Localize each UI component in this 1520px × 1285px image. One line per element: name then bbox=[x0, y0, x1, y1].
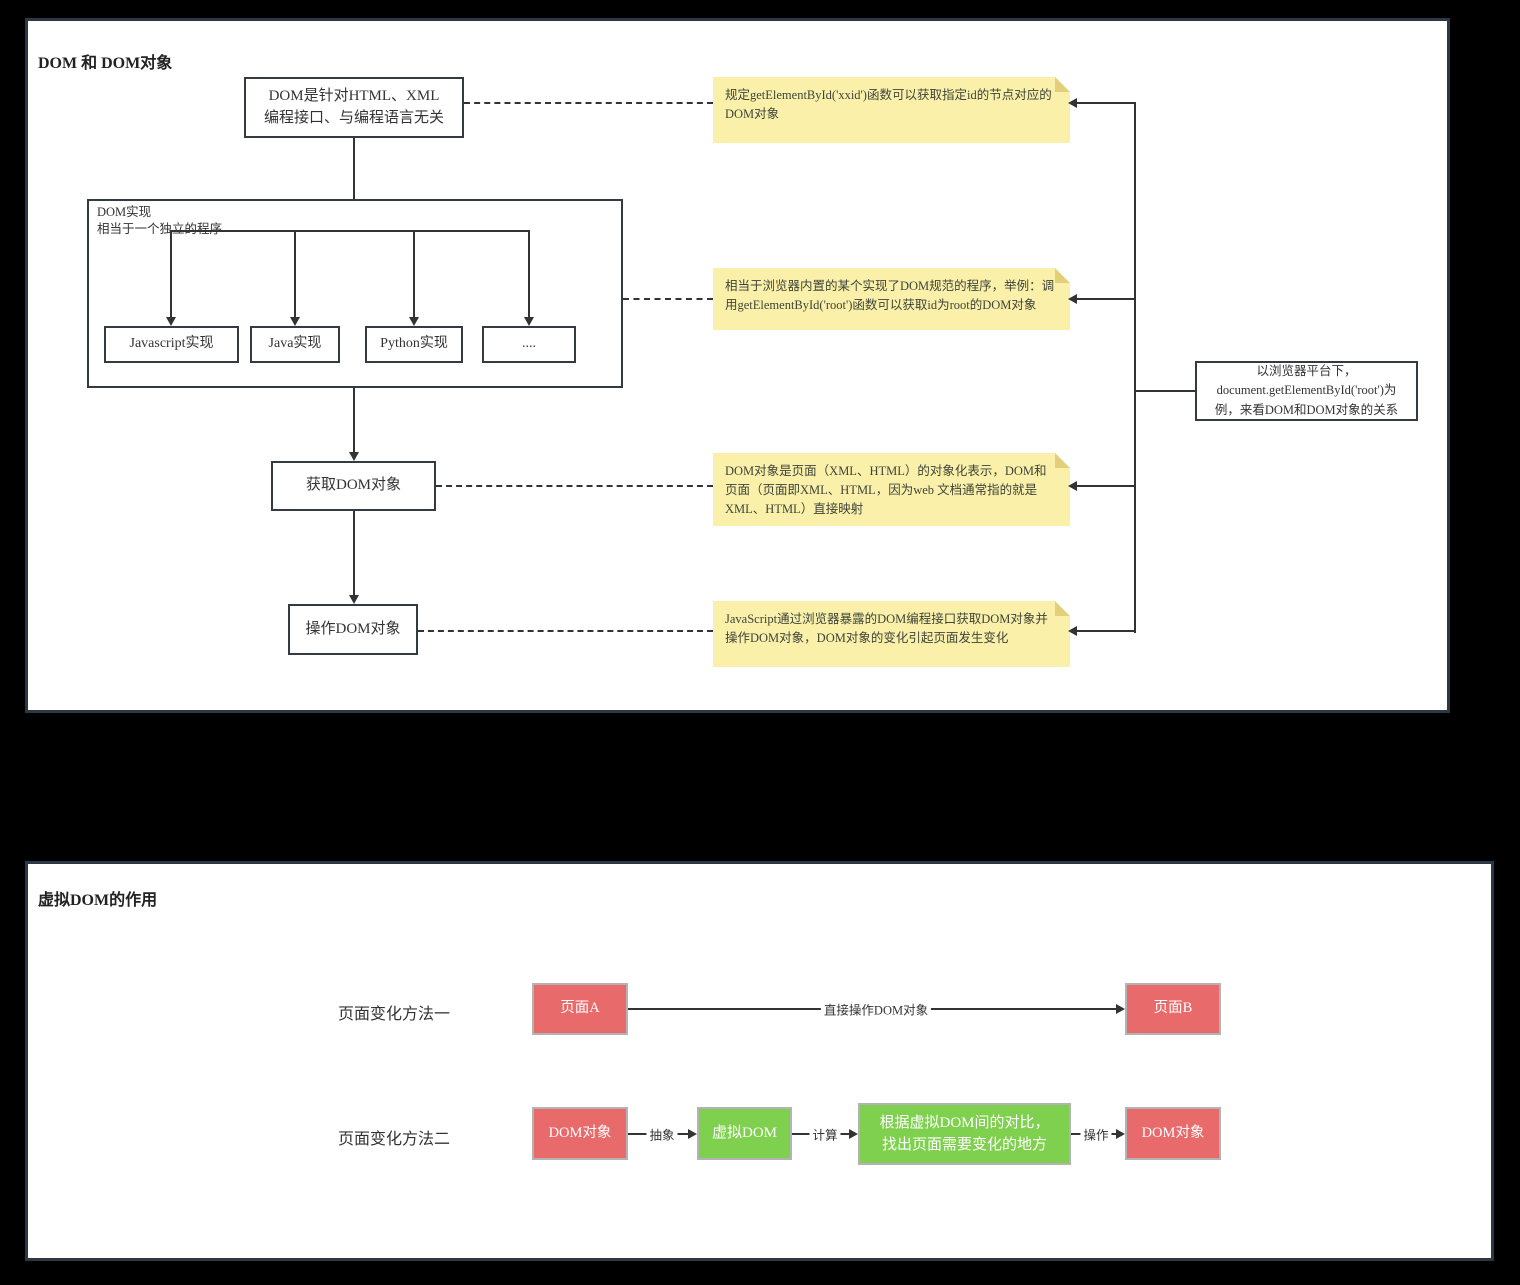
operate-dom-object-box: 操作DOM对象 bbox=[288, 604, 418, 655]
impl-box-javascript: Javascript实现 bbox=[104, 326, 239, 363]
impl-box-java: Java实现 bbox=[250, 326, 340, 363]
arrowhead-method1 bbox=[1116, 1004, 1125, 1014]
dashed-link-note-1 bbox=[464, 102, 713, 104]
connector-side-bus bbox=[1134, 102, 1136, 633]
arrowhead-abstract bbox=[688, 1129, 697, 1139]
arrowhead-note-2 bbox=[1068, 294, 1077, 304]
sticky-note-1: 规定getElementById('xxid')函数可以获取指定id的节点对应的… bbox=[713, 77, 1070, 143]
panel-virtual-dom: 虚拟DOM的作用 页面变化方法一 页面A 直接操作DOM对象 页面B 页面变化方… bbox=[25, 861, 1494, 1261]
dom-object-box-1: DOM对象 bbox=[532, 1107, 628, 1160]
connector-tree-hline bbox=[170, 230, 530, 232]
connector-get-to-operate bbox=[353, 511, 355, 595]
method1-label: 页面变化方法一 bbox=[338, 1006, 451, 1023]
arrowhead-drop-1 bbox=[166, 317, 176, 326]
connector-drop-4 bbox=[528, 230, 530, 317]
impl-box-others: .... bbox=[482, 326, 576, 363]
impl-label-line2: 相当于一个独立的程序 bbox=[97, 221, 223, 236]
sticky-note-2: 相当于浏览器内置的某个实现了DOM规范的程序，举例：调用getElementBy… bbox=[713, 268, 1070, 330]
browser-example-box: 以浏览器平台下，document.getElementById('root')为… bbox=[1195, 361, 1418, 421]
connector-bus-note-4 bbox=[1077, 630, 1134, 632]
arrowhead-note-4 bbox=[1068, 626, 1077, 636]
connector-root-to-tree bbox=[353, 138, 355, 231]
panel-dom-and-dom-object: DOM 和 DOM对象 DOM是针对HTML、XML 编程接口、与编程语言无关 … bbox=[25, 18, 1450, 713]
connector-group-to-get bbox=[353, 388, 355, 452]
dashed-link-note-2 bbox=[623, 298, 713, 300]
arrowhead-drop-2 bbox=[290, 317, 300, 326]
connector-drop-2 bbox=[294, 230, 296, 317]
arrowhead-note-1 bbox=[1068, 98, 1077, 108]
sticky-note-4: JavaScript通过浏览器暴露的DOM编程接口获取DOM对象并操作DOM对象… bbox=[713, 601, 1070, 667]
virtual-dom-box: 虚拟DOM bbox=[697, 1107, 792, 1160]
connector-bus-note-1 bbox=[1077, 102, 1134, 104]
page-a-box: 页面A bbox=[532, 983, 628, 1035]
dashed-link-note-3 bbox=[436, 485, 713, 487]
arrowhead-drop-3 bbox=[409, 317, 419, 326]
method1-arrow-label: 直接操作DOM对象 bbox=[820, 999, 932, 1019]
sticky-note-3: DOM对象是页面（XML、HTML）的对象化表示，DOM和页面（页面即XML、H… bbox=[713, 453, 1070, 527]
method2-label: 页面变化方法二 bbox=[338, 1131, 451, 1148]
arrowhead-get-to-operate bbox=[349, 595, 359, 604]
abstract-label: 抽象 bbox=[646, 1124, 678, 1144]
arrowhead-note-3 bbox=[1068, 481, 1077, 491]
compute-label: 计算 bbox=[809, 1124, 841, 1144]
panel1-title: DOM 和 DOM对象 bbox=[38, 55, 173, 72]
arrowhead-compute bbox=[849, 1129, 858, 1139]
diff-result-line1: 根据虚拟DOM间的对比， bbox=[879, 1114, 1050, 1131]
dom-definition-line2: 编程接口、与编程语言无关 bbox=[263, 109, 444, 126]
dashed-link-note-4 bbox=[418, 630, 713, 632]
dom-definition-box: DOM是针对HTML、XML 编程接口、与编程语言无关 bbox=[244, 77, 464, 138]
dom-implementation-label: DOM实现 相当于一个独立的程序 bbox=[97, 204, 222, 238]
impl-box-python: Python实现 bbox=[365, 326, 463, 363]
connector-bus-note-2 bbox=[1077, 298, 1134, 300]
get-dom-object-box: 获取DOM对象 bbox=[271, 461, 436, 511]
operate-label: 操作 bbox=[1080, 1124, 1112, 1144]
impl-label-line1: DOM实现 bbox=[97, 205, 152, 219]
connector-drop-1 bbox=[170, 230, 172, 317]
diff-result-line2: 找出页面需要变化的地方 bbox=[881, 1137, 1047, 1153]
diff-result-box: 根据虚拟DOM间的对比， 找出页面需要变化的地方 bbox=[858, 1103, 1071, 1165]
arrowhead-drop-4 bbox=[524, 317, 534, 326]
arrowhead-operate bbox=[1116, 1129, 1125, 1139]
connector-bus-note-3 bbox=[1077, 485, 1134, 487]
connector-drop-3 bbox=[413, 230, 415, 317]
connector-sidebox bbox=[1134, 390, 1195, 392]
page-b-box: 页面B bbox=[1125, 983, 1221, 1035]
dom-definition-line1: DOM是针对HTML、XML bbox=[268, 87, 440, 104]
panel2-title: 虚拟DOM的作用 bbox=[38, 892, 158, 909]
arrowhead-group-to-get bbox=[349, 452, 359, 461]
dom-object-box-2: DOM对象 bbox=[1125, 1107, 1221, 1160]
